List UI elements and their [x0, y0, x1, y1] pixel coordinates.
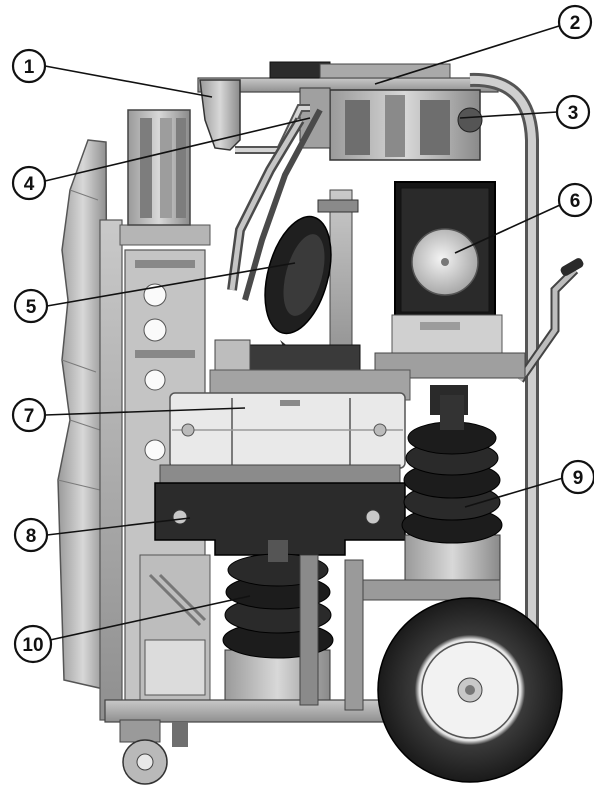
callout-6: 6 [557, 182, 593, 218]
callout-5: 5 [13, 288, 49, 324]
leader-6 [454, 204, 561, 254]
callout-8-label: 8 [26, 526, 37, 547]
callout-6-label: 6 [570, 191, 581, 212]
callout-1: 1 [11, 48, 47, 84]
leader-5 [46, 262, 296, 307]
callout-9-label: 9 [573, 468, 584, 489]
leader-9 [464, 477, 564, 508]
machine-illustration [57, 61, 584, 785]
right-bellows [401, 395, 503, 586]
center-mast [329, 189, 353, 371]
callout-1-label: 1 [24, 57, 35, 78]
callout-2: 2 [557, 4, 593, 40]
callout-5-label: 5 [26, 297, 37, 318]
leader-lines [44, 25, 564, 641]
callout-3-label: 3 [568, 103, 579, 124]
callout-7: 7 [11, 397, 47, 433]
upper-arm [199, 79, 241, 151]
leader-1 [44, 65, 213, 98]
callout-10: 10 [13, 624, 53, 664]
callout-9: 9 [560, 459, 594, 495]
callout-4: 4 [11, 165, 47, 201]
leader-2 [374, 25, 560, 85]
callout-8: 8 [13, 517, 49, 553]
leader-4 [44, 117, 311, 182]
callout-4-label: 4 [24, 174, 35, 195]
callout-10-label: 10 [22, 635, 43, 656]
callout-3: 3 [555, 94, 591, 130]
callout-7-label: 7 [24, 406, 35, 427]
leader-8 [46, 517, 191, 536]
leader-7 [44, 407, 246, 416]
leader-3 [459, 111, 558, 119]
callout-2-label: 2 [570, 13, 581, 34]
leader-10 [49, 595, 251, 641]
